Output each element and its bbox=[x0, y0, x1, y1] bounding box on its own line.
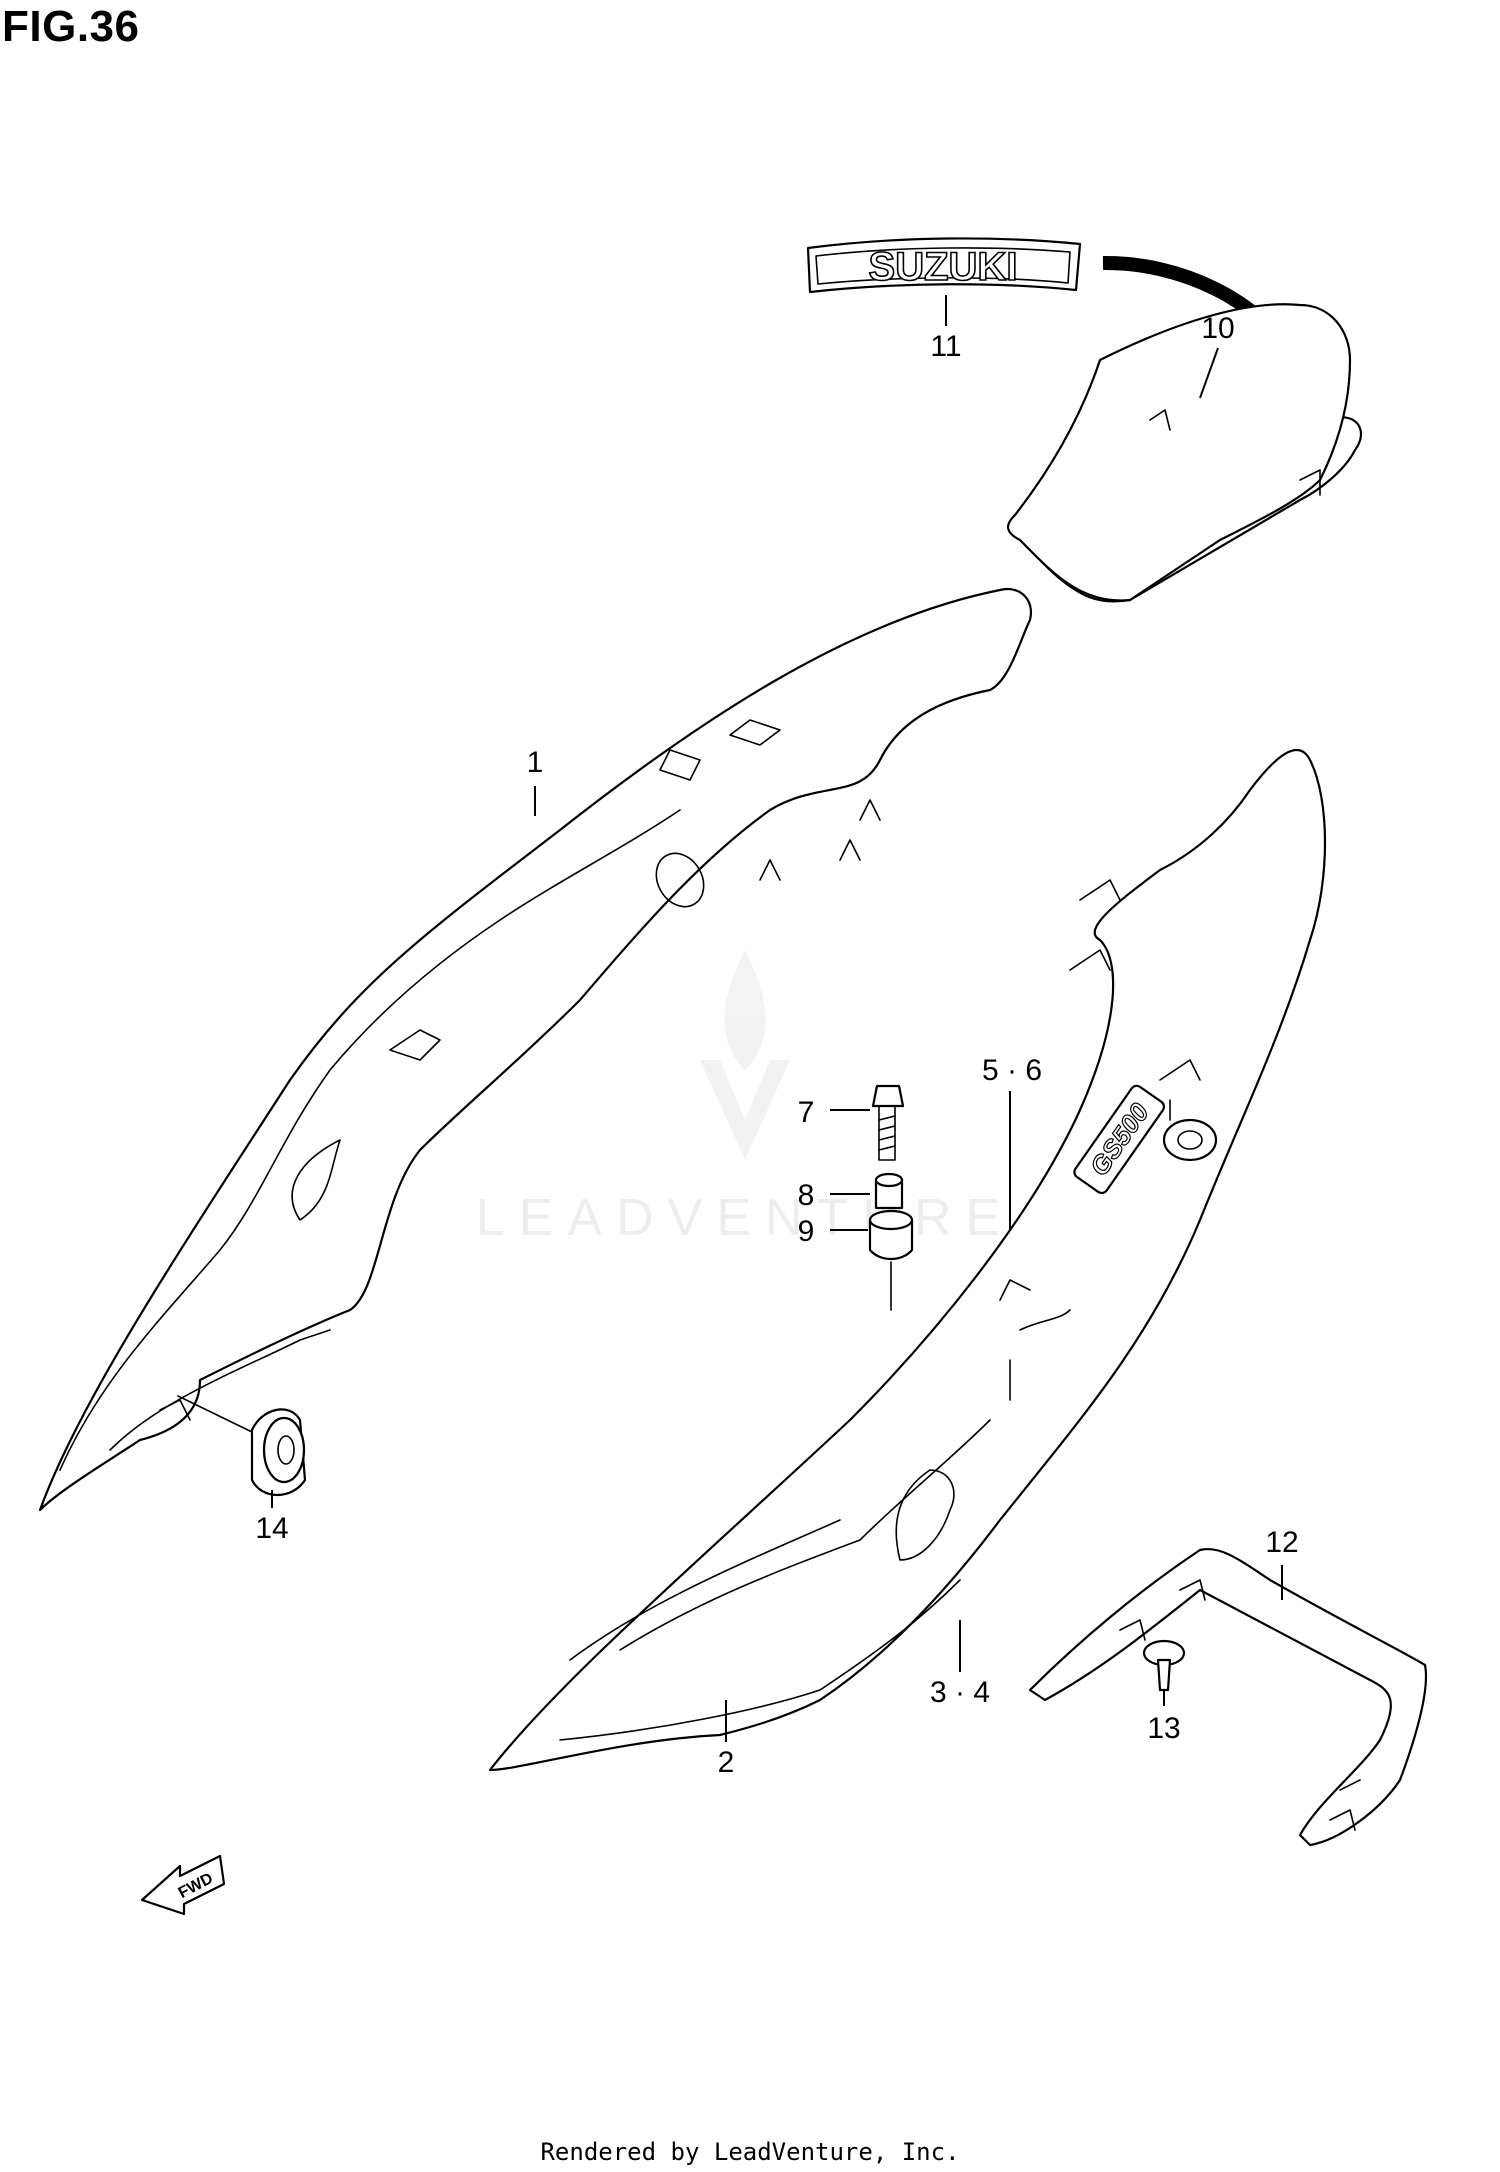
callout-7: 7 bbox=[798, 1096, 815, 1129]
rubber-grommet[interactable] bbox=[177, 1395, 307, 1496]
tail-cover[interactable] bbox=[1007, 255, 1362, 603]
callout-13: 13 bbox=[1147, 1712, 1180, 1745]
leader-lines bbox=[271, 295, 1283, 1742]
callout-2: 2 bbox=[718, 1746, 735, 1779]
figure-title: FIG.36 bbox=[2, 2, 140, 51]
seat-tail-cover-left[interactable] bbox=[38, 587, 1033, 1512]
cushion[interactable] bbox=[868, 1209, 914, 1311]
callout-1: 1 bbox=[527, 746, 544, 779]
watermark-text: LEADVENTURE bbox=[476, 1189, 1014, 1247]
collar[interactable] bbox=[874, 1172, 904, 1210]
trim-clip[interactable] bbox=[1142, 1639, 1186, 1692]
callout-9: 9 bbox=[798, 1215, 815, 1248]
callout-14: 14 bbox=[255, 1512, 288, 1545]
callout-8: 8 bbox=[798, 1179, 815, 1212]
callout-12: 12 bbox=[1265, 1526, 1298, 1559]
emblem-text: SUZUKI bbox=[869, 245, 1018, 289]
frame-cover-right[interactable]: GS500 bbox=[488, 749, 1327, 1772]
suzuki-emblem[interactable]: SUZUKI bbox=[806, 237, 1082, 294]
tail-bracket[interactable] bbox=[1028, 1547, 1427, 1847]
callout-numbers: 1 2 3 · 4 5 · 6 7 8 9 10 11 12 13 14 bbox=[255, 312, 1298, 1779]
leadventure-watermark: LEADVENTURE bbox=[476, 950, 1014, 1247]
callout-11: 11 bbox=[930, 330, 961, 363]
fwd-arrow-icon: FWD bbox=[140, 1854, 226, 1916]
callout-10: 10 bbox=[1201, 312, 1234, 345]
callout-3-4: 3 · 4 bbox=[930, 1676, 990, 1709]
cover-grommet bbox=[1162, 1118, 1218, 1162]
footer-credit: Rendered by LeadVenture, Inc. bbox=[540, 2138, 960, 2166]
callout-5-6: 5 · 6 bbox=[982, 1054, 1042, 1087]
bolt[interactable] bbox=[871, 1084, 905, 1161]
